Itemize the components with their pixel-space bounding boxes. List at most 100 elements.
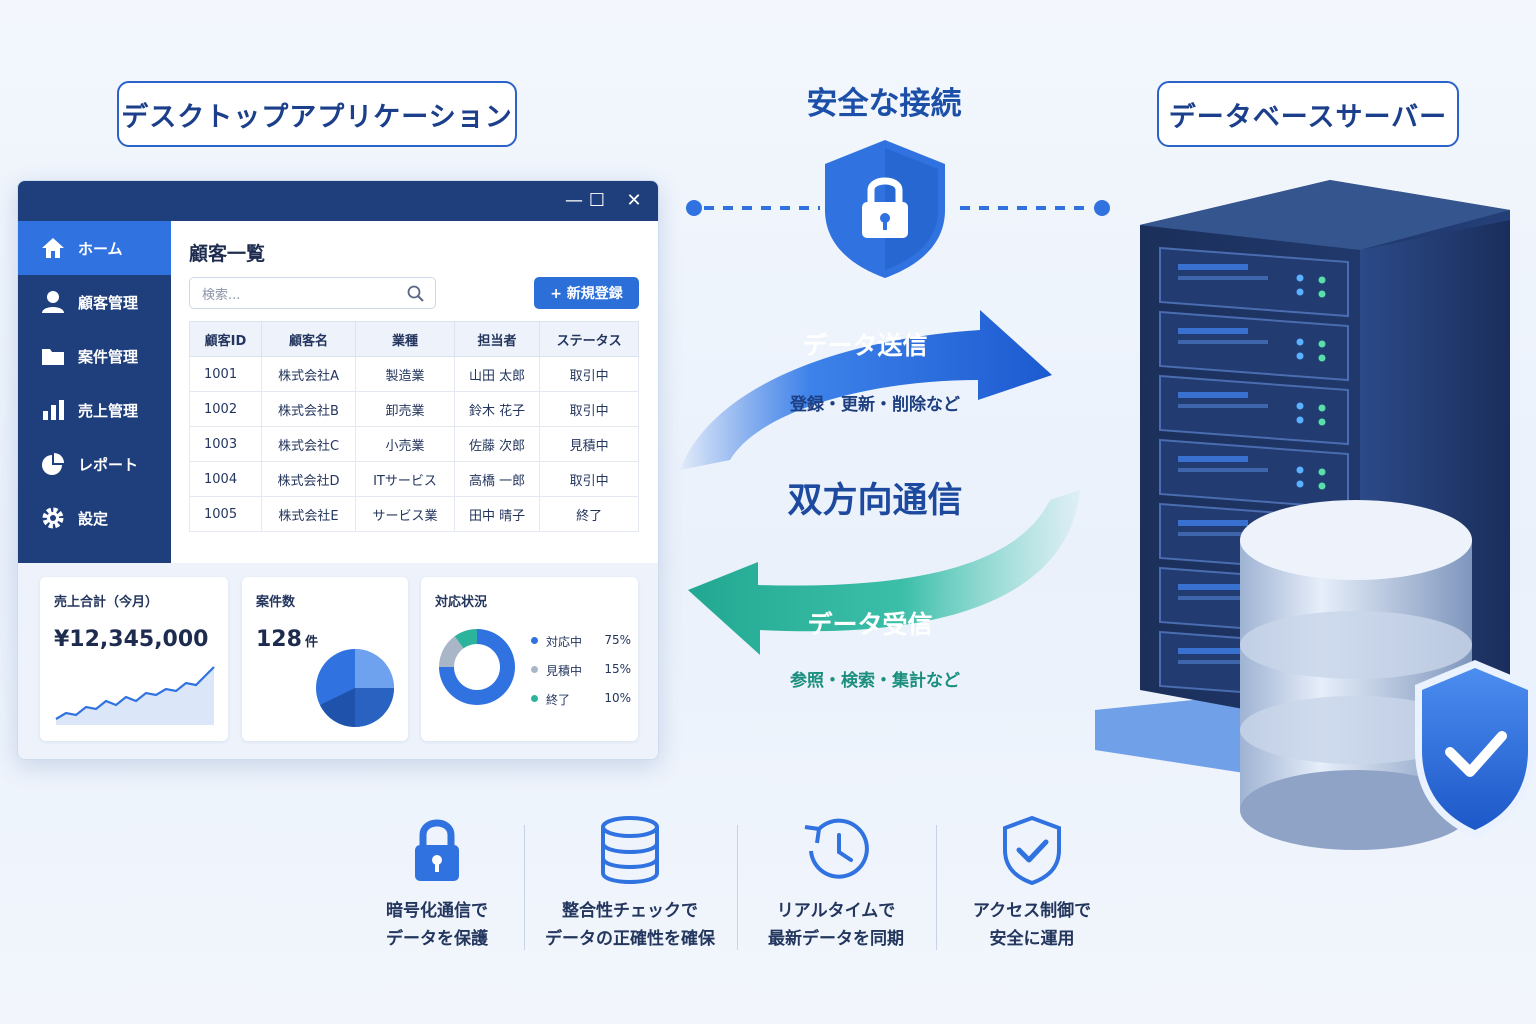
- donut-slice: [439, 629, 515, 705]
- table-cell: 株式会社C: [260, 426, 357, 462]
- table-header[interactable]: 顧客名: [260, 321, 357, 357]
- feature-text-line1: リアルタイムで: [776, 901, 896, 921]
- table-cell: 佐藤 次郎: [453, 426, 541, 462]
- sales-value: ¥12,345,000: [54, 627, 209, 652]
- receive-label: データ受信: [807, 610, 933, 639]
- legend-dot: [531, 695, 538, 702]
- legend-dot: [531, 666, 538, 673]
- donut-slice: [454, 629, 477, 649]
- database-server-illustration: [1095, 180, 1535, 850]
- cases-count: 128: [256, 627, 302, 652]
- user-icon: [40, 289, 66, 315]
- feature-text-line1: アクセス制御で: [972, 901, 1092, 921]
- sidebar-item-home[interactable]: ホーム: [18, 221, 171, 275]
- feature-encryption: 暗号化通信で データを保護: [337, 815, 537, 953]
- feature-realtime: リアルタイムで 最新データを同期: [736, 815, 936, 953]
- shield-check-icon: [932, 815, 1132, 893]
- app-window: — ☐ ✕ ホーム 顧客管理 案件管理 売上管理 レポート 設定 顧客一: [17, 180, 659, 760]
- search-icon[interactable]: [407, 285, 425, 307]
- rack-unit: [1159, 310, 1349, 382]
- cases-card-title: 案件数: [256, 595, 296, 610]
- feature-divider: [737, 825, 738, 950]
- database-icon: [530, 815, 730, 893]
- legend-label: 対応中: [546, 635, 583, 649]
- table-cell: サービス業: [355, 496, 455, 532]
- receive-sublabel: 参照・検索・集計など: [790, 671, 960, 691]
- donut-slice: [439, 636, 464, 667]
- feature-integrity: 整合性チェックで データの正確性を確保: [530, 815, 730, 953]
- sidebar-item-label: 顧客管理: [78, 293, 139, 312]
- minimize-button[interactable]: —: [565, 190, 583, 211]
- search-input[interactable]: 検索...: [189, 277, 436, 309]
- legend-label: 終了: [546, 693, 571, 707]
- table-header[interactable]: 業種: [355, 321, 455, 357]
- table-cell: 小売業: [355, 426, 455, 462]
- new-register-button[interactable]: + 新規登録: [534, 277, 639, 309]
- maximize-button[interactable]: ☐: [588, 190, 606, 211]
- db-server-label: データベースサーバー: [1157, 81, 1459, 147]
- feature-access-control: アクセス制御で 安全に運用: [932, 815, 1132, 953]
- table-cell: 株式会社B: [260, 391, 357, 427]
- close-button[interactable]: ✕: [626, 190, 642, 211]
- title-bar: — ☐ ✕: [18, 181, 658, 221]
- pie-chart-icon: [40, 451, 66, 477]
- lock-icon: [337, 815, 537, 893]
- bidirectional-label: 双方向通信: [787, 481, 963, 521]
- feature-divider: [524, 825, 525, 950]
- status-card-title: 対応状況: [435, 595, 488, 610]
- shield-check-icon: [1415, 660, 1535, 838]
- table-cell: 見積中: [539, 426, 639, 462]
- sales-sparkline: [55, 666, 215, 725]
- table-cell: 取引中: [539, 461, 639, 497]
- database-cylinder: [1240, 500, 1472, 850]
- folder-icon: [40, 343, 66, 369]
- sidebar-item-label: 設定: [78, 509, 109, 528]
- table-cell: 1002: [189, 391, 262, 427]
- sidebar-item-sales[interactable]: 売上管理: [18, 383, 171, 437]
- sidebar-item-cases[interactable]: 案件管理: [18, 329, 171, 383]
- receive-arrow: [688, 490, 1080, 655]
- feature-divider: [936, 825, 937, 950]
- status-donut-chart: [439, 629, 515, 705]
- connection-line: [686, 140, 1110, 278]
- table-cell: 1004: [189, 461, 262, 497]
- table-cell: 1005: [189, 496, 262, 532]
- clock-sync-icon: [736, 815, 936, 893]
- table-cell: 田中 晴子: [453, 496, 541, 532]
- legend-dot: [531, 637, 538, 644]
- sidebar-item-customers[interactable]: 顧客管理: [18, 275, 171, 329]
- sidebar: ホーム 顧客管理 案件管理 売上管理 レポート 設定: [18, 221, 171, 563]
- table-header[interactable]: 顧客ID: [189, 321, 262, 357]
- table-cell: 終了: [539, 496, 639, 532]
- table-header[interactable]: ステータス: [539, 321, 639, 357]
- table-cell: 山田 太郎: [453, 356, 541, 392]
- table-cell: ITサービス: [355, 461, 455, 497]
- sidebar-item-settings[interactable]: 設定: [18, 491, 171, 545]
- table-cell: 株式会社A: [260, 356, 357, 392]
- cases-unit: 件: [304, 635, 318, 650]
- home-icon: [40, 235, 66, 261]
- table-cell: 株式会社D: [260, 461, 357, 497]
- sales-card: 売上合計（今月） ¥12,345,000: [40, 577, 228, 741]
- table-cell: 取引中: [539, 356, 639, 392]
- sidebar-item-reports[interactable]: レポート: [18, 437, 171, 491]
- table-header[interactable]: 担当者: [453, 321, 541, 357]
- flow-arrows: [680, 310, 1080, 655]
- legend-value: 10%: [604, 691, 631, 705]
- feature-text-line1: 整合性チェックで: [562, 901, 698, 921]
- desktop-app-label: デスクトップアプリケーション: [117, 81, 517, 147]
- feature-text-line2: 安全に運用: [989, 929, 1075, 949]
- send-sublabel: 登録・更新・削除など: [790, 395, 960, 415]
- sidebar-item-label: レポート: [78, 455, 139, 474]
- cases-pie-chart: [316, 649, 394, 727]
